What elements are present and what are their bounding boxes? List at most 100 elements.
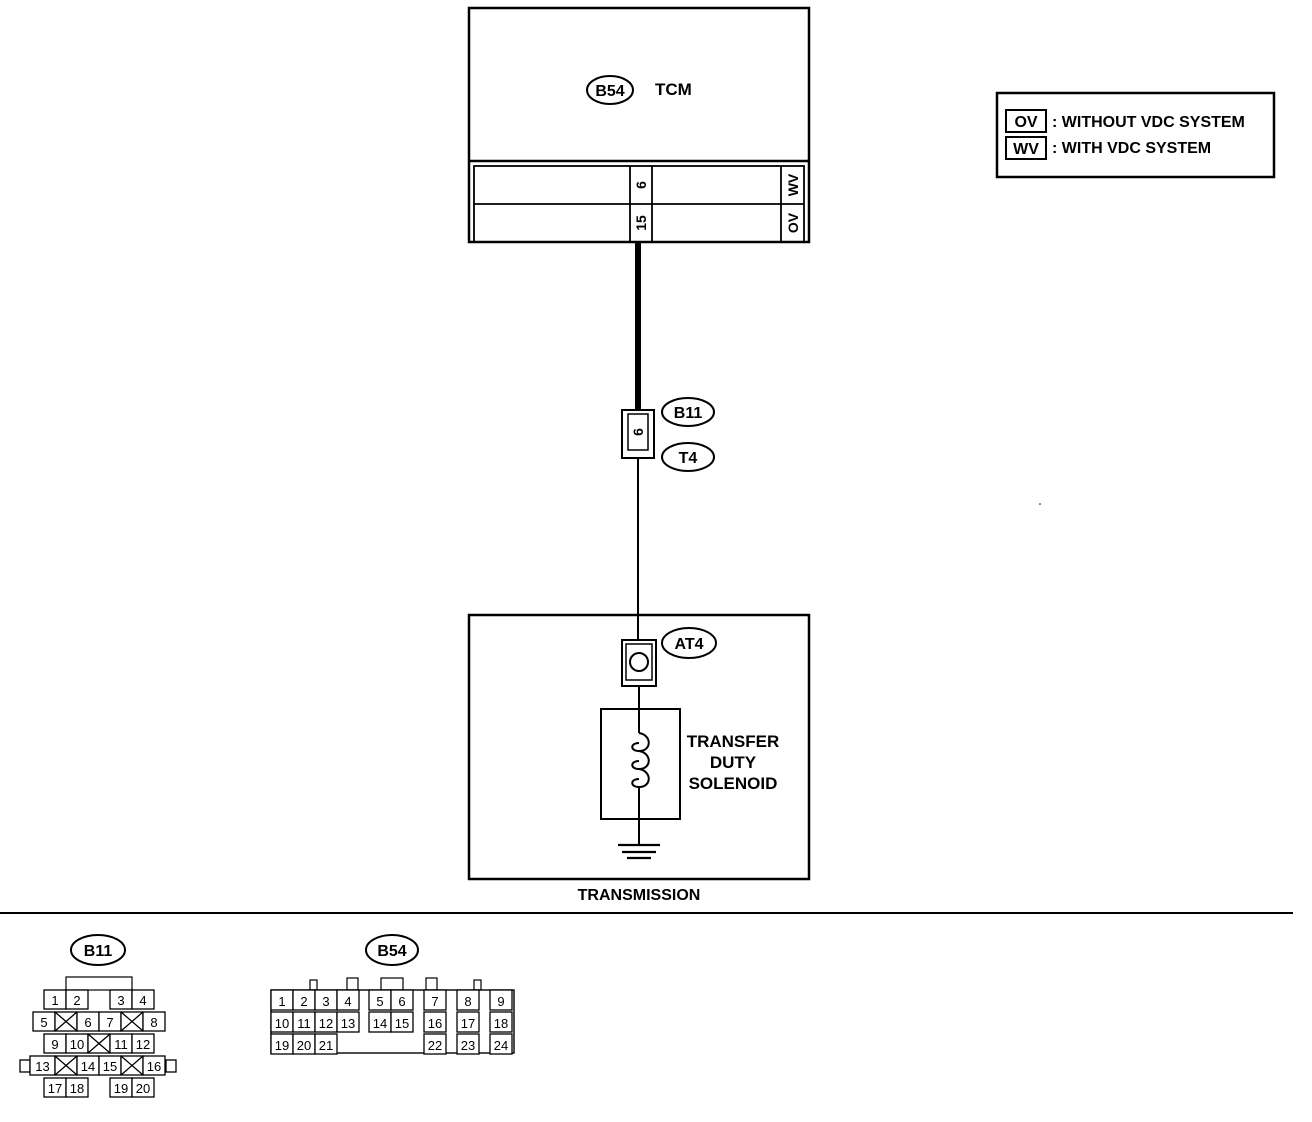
pin-cell: 16: [142, 1055, 166, 1076]
pin-cell: 21: [314, 1033, 338, 1055]
connector-b11-t4: 6 B11 T4: [621, 397, 715, 472]
face-b54-code: B54: [377, 943, 406, 960]
pin-cell: 8: [456, 989, 480, 1011]
transfer-duty-solenoid: [600, 708, 681, 820]
pin-number: 18: [70, 1081, 84, 1096]
pin-number: 10: [70, 1037, 84, 1052]
pin-number: 12: [136, 1037, 150, 1052]
tcm-tag-top: WV: [785, 173, 801, 196]
legend-text-ov: : WITHOUT VDC SYSTEM: [1052, 114, 1245, 131]
pin-number: 2: [300, 994, 307, 1009]
pin-cell: 12: [314, 1011, 338, 1033]
pin-number: 5: [376, 994, 383, 1009]
transmission-unit: AT4 TRANSFER DUTY SOLENOID: [467, 613, 811, 881]
blank-cavity-mark: [54, 1055, 78, 1076]
pin-number: 6: [84, 1015, 91, 1030]
pin-cell: 14: [368, 1011, 392, 1033]
pin-cell: 13: [29, 1055, 56, 1076]
blank-cavity-mark: [120, 1011, 144, 1032]
legend-tag-wv: WV: [1013, 141, 1039, 158]
pin-number: 23: [461, 1038, 475, 1053]
connector-code-oval-t4: [661, 442, 715, 472]
pin-number: 1: [278, 994, 285, 1009]
pin-number: 9: [51, 1037, 58, 1052]
pin-number: 24: [494, 1038, 508, 1053]
pin-number: 16: [428, 1016, 442, 1031]
pin-cell: 15: [390, 1011, 414, 1033]
pin-number: 11: [297, 1016, 311, 1031]
pin-cell: 10: [270, 1011, 294, 1033]
connector-code-at4: AT4: [674, 636, 703, 653]
tcm-connector-code-oval: [586, 75, 634, 105]
pin-cell: 3: [314, 989, 338, 1011]
blank-cavity-mark: [87, 1033, 111, 1054]
pin-cell: 6: [390, 989, 414, 1011]
pin-cell: 24: [489, 1033, 513, 1055]
pin-number: 8: [464, 994, 471, 1009]
pin-cell: 10: [65, 1033, 89, 1054]
blank-cavity-mark: [54, 1011, 78, 1032]
pin-number: 8: [150, 1015, 157, 1030]
blank-cell: [87, 1033, 111, 1054]
connector-code-oval-at4: [661, 627, 717, 659]
pin-cell: 1: [43, 989, 67, 1010]
pin-cell: 9: [43, 1033, 67, 1054]
pin-cell: 4: [336, 989, 360, 1011]
pin-number: 10: [275, 1016, 289, 1031]
tcm-label: TCM: [655, 80, 692, 99]
pin-number: 14: [373, 1016, 387, 1031]
pin-cell: 11: [292, 1011, 316, 1033]
pin-number: 17: [461, 1016, 475, 1031]
pin-cell: 6: [76, 1011, 100, 1032]
pin-number: 16: [147, 1059, 161, 1074]
pin-number: 1: [51, 993, 58, 1008]
pin-cell: 7: [423, 989, 447, 1011]
pin-cell: 16: [423, 1011, 447, 1033]
pin-number: 20: [297, 1038, 311, 1053]
transmission-label: TRANSMISSION: [578, 887, 701, 904]
pin-cell: 20: [131, 1077, 155, 1098]
pin-cell: 18: [489, 1011, 513, 1033]
pin-number: 13: [341, 1016, 355, 1031]
pin-cell: 9: [489, 989, 513, 1011]
pin-cell: 5: [32, 1011, 56, 1032]
pin-cell: 17: [456, 1011, 480, 1033]
pin-cell: 8: [142, 1011, 166, 1032]
pin-number: 22: [428, 1038, 442, 1053]
pin-number: 9: [497, 994, 504, 1009]
connector-code-t4: T4: [679, 450, 698, 467]
pin-number: 15: [103, 1059, 117, 1074]
pin-number: 20: [136, 1081, 150, 1096]
pin-number: 11: [114, 1037, 128, 1052]
pin-cell: 2: [65, 989, 89, 1010]
pin-number: 19: [114, 1081, 128, 1096]
solenoid-label-line1: TRANSFER: [687, 732, 780, 751]
pin-cell: 17: [43, 1077, 67, 1098]
tcm-pin-top: 6: [633, 181, 649, 189]
pin-cell: 15: [98, 1055, 122, 1076]
pin-number: 13: [35, 1059, 49, 1074]
pin-cell: 12: [131, 1033, 155, 1054]
connector-code-b11: B11: [674, 405, 703, 422]
pin-number: 15: [395, 1016, 409, 1031]
pin-cell: 11: [109, 1033, 133, 1054]
pin-number: 5: [40, 1015, 47, 1030]
pin-cell: 19: [109, 1077, 133, 1098]
pin-cell: 20: [292, 1033, 316, 1055]
ground-icon: [618, 843, 660, 860]
connector-at4: [621, 639, 657, 687]
face-b11-code: B11: [84, 943, 113, 960]
pin-cell: 3: [109, 989, 133, 1010]
pin-number: 7: [431, 994, 438, 1009]
pin-cell: 4: [131, 989, 155, 1010]
pin-number: 7: [106, 1015, 113, 1030]
pin-number: 19: [275, 1038, 289, 1053]
pin-number: 2: [73, 993, 80, 1008]
solenoid-label-line2: DUTY: [710, 753, 757, 772]
legend-text-wv: : WITH VDC SYSTEM: [1052, 140, 1211, 157]
pin-number: 3: [117, 993, 124, 1008]
blank-cell: [54, 1055, 78, 1076]
